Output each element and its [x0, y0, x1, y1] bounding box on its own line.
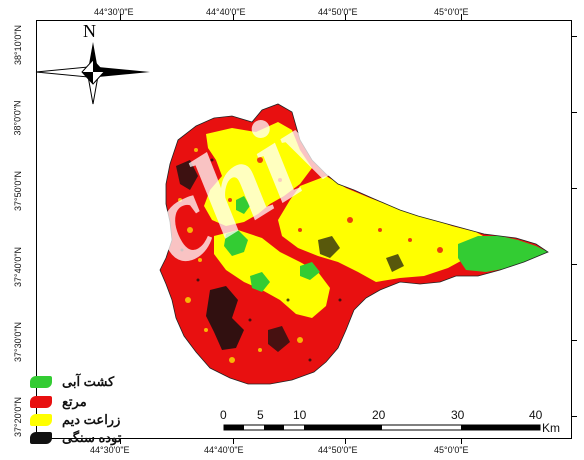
scale-tick-label: 0 [220, 408, 227, 422]
scale-bar [223, 424, 541, 431]
rock-area [268, 326, 290, 352]
speckle-black [180, 158, 342, 362]
top-coord-label: 44°30'0"E [94, 7, 134, 17]
right-tick [572, 112, 577, 113]
bottom-tick [461, 439, 462, 444]
scale-tick-label: 20 [372, 408, 386, 422]
right-tick [572, 416, 577, 417]
basin-outline [159, 103, 549, 385]
bottom-coord-label: 44°40'0"E [204, 445, 244, 455]
bottom-tick [120, 439, 121, 444]
basin-landuse [160, 104, 548, 384]
bottom-tick [345, 439, 346, 444]
irrigated-area [458, 236, 548, 272]
top-tick [233, 14, 234, 20]
scale-tick-label: 30 [451, 408, 465, 422]
rock-area [176, 160, 198, 190]
top-coord-label: 44°50'0"E [318, 7, 358, 17]
rock-area [386, 254, 404, 272]
irrigated-area [300, 262, 320, 280]
bottom-tick [233, 439, 234, 444]
bottom-coord-label: 44°50'0"E [318, 445, 358, 455]
north-arrow-icon [35, 42, 150, 105]
scale-tick-label: 5 [257, 408, 264, 422]
legend-item-irrigated: کشت آبی [30, 372, 114, 392]
legend-item-dryfarming: زراعت دیم [30, 410, 120, 430]
dryfarming-area [232, 134, 256, 186]
legend-label: کشت آبی [62, 374, 115, 389]
scale-tick-label: 40 [529, 408, 543, 422]
irrigated-area [250, 272, 270, 292]
speckle-yellow [178, 148, 303, 363]
right-tick [572, 188, 577, 189]
bottom-coord-label: 45°0'0"E [434, 445, 469, 455]
legend-swatch [30, 414, 52, 426]
right-tick [572, 264, 577, 265]
rock-area [318, 236, 340, 258]
top-coord-label: 45°0'0"E [434, 7, 469, 17]
top-coord-label: 44°40'0"E [206, 7, 246, 17]
legend-swatch [30, 432, 52, 444]
irrigated-area [236, 196, 250, 214]
north-label: N [83, 21, 96, 41]
top-tick [345, 14, 346, 20]
rock-area [206, 286, 244, 350]
top-tick [461, 14, 462, 20]
right-tick [572, 340, 577, 341]
legend-item-rangeland: مرتع [30, 392, 87, 412]
legend-item-rock: توده سنگی [30, 428, 121, 448]
scale-tick-label: 10 [293, 408, 307, 422]
legend-swatch [30, 396, 52, 408]
top-tick [120, 14, 121, 20]
scale-unit: Km [542, 421, 560, 435]
legend-label: توده سنگی [62, 430, 122, 445]
bottom-coord-label: 44°30'0"E [90, 445, 130, 455]
irrigated-area [224, 230, 248, 256]
legend-label: زراعت دیم [62, 412, 121, 427]
legend-swatch [30, 376, 52, 388]
right-tick [572, 36, 577, 37]
legend-label: مرتع [62, 394, 87, 409]
speckle-red [228, 157, 443, 253]
